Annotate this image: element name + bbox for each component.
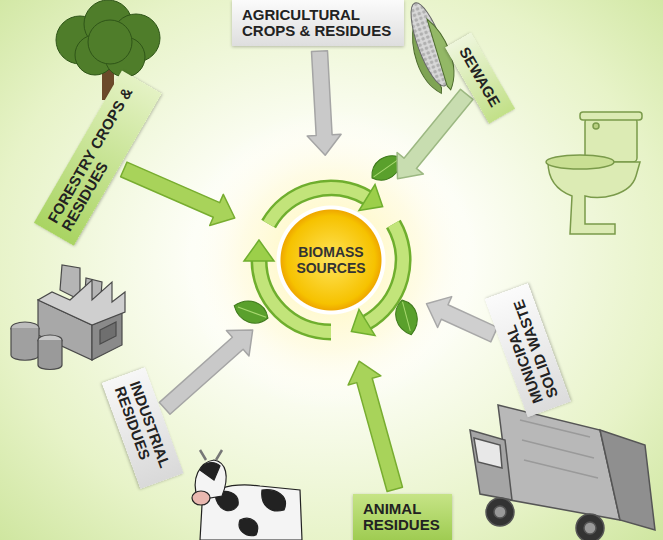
source-panel: SEWAGE — [445, 32, 515, 123]
truck-picture — [470, 405, 655, 540]
source-panel: MUNICIPAL SOLID WASTE — [485, 283, 572, 417]
flow-arrow — [307, 51, 341, 156]
source-panel: FORESTRY CROPS & RESIDUES — [34, 70, 162, 246]
source-panel: INDUSTRIAL RESIDUES — [101, 367, 183, 489]
cow-picture — [192, 450, 302, 540]
flow-arrow — [121, 162, 235, 225]
factory-picture — [11, 265, 125, 370]
flow-arrow — [348, 361, 402, 491]
center-label: BIOMASS SOURCES — [289, 244, 373, 276]
center-circle: BIOMASS SOURCES — [231, 160, 431, 360]
flow-arrow — [159, 330, 252, 414]
source-label: SEWAGE — [456, 45, 504, 112]
toilet-picture — [546, 112, 642, 234]
source-label: ANIMAL RESIDUES — [363, 501, 442, 533]
source-panel: AGRICULTURAL CROPS & RESIDUES — [232, 0, 404, 46]
source-label: AGRICULTURAL CROPS & RESIDUES — [242, 7, 394, 39]
source-panel: ANIMAL RESIDUES — [353, 494, 452, 540]
source-label: MUNICIPAL SOLID WASTE — [495, 295, 562, 406]
source-label: FORESTRY CROPS & RESIDUES — [45, 83, 151, 234]
source-label: INDUSTRIAL RESIDUES — [111, 379, 173, 477]
flow-arrow — [397, 89, 473, 179]
